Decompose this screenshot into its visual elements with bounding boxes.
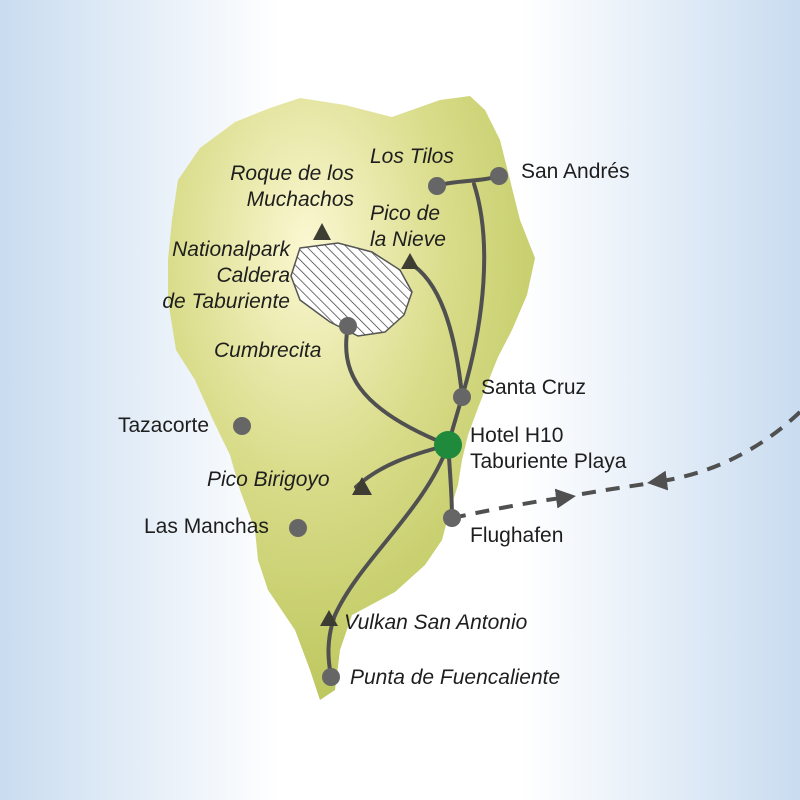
label-santa-cruz: Santa Cruz: [481, 376, 587, 399]
marker-los-tilos-icon: [428, 177, 446, 195]
peak-birigoyo-icon: [352, 477, 372, 495]
marker-punta-icon: [322, 668, 340, 686]
flight-route-out: [451, 488, 576, 520]
label-hotel-line1: Hotel H10: [470, 424, 564, 447]
label-san-andres: San Andrés: [521, 160, 630, 183]
label-vulkan: Vulkan San Antonio: [344, 611, 528, 634]
label-pico-nieve-line1: Pico de: [370, 202, 441, 225]
flight-route-gap: [581, 482, 646, 496]
label-las-manchas: Las Manchas: [144, 515, 269, 538]
marker-hotel-icon: [434, 431, 462, 459]
label-pico-birigoyo: Pico Birigoyo: [207, 468, 330, 491]
label-pico-nieve: Pico de la Nieve: [370, 201, 446, 253]
label-roque-line1: Roque de los: [230, 162, 354, 185]
marker-san-andres-icon: [490, 167, 508, 185]
island-shape: [168, 96, 535, 700]
label-los-tilos: Los Tilos: [370, 145, 454, 168]
label-pico-nieve-line2: la Nieve: [370, 228, 446, 251]
marker-las-manchas-icon: [289, 519, 307, 537]
peak-vulkan-icon: [320, 610, 338, 626]
route-cumbrecita-hotel: [344, 324, 450, 447]
flight-route-in: [647, 410, 800, 491]
label-nationalpark: Nationalpark Caldera de Taburiente: [120, 237, 290, 315]
route-san-andres-santa-cruz: [460, 182, 487, 399]
marker-tazacorte-icon: [233, 417, 251, 435]
route-nieve-santa-cruz: [406, 260, 464, 397]
label-nationalpark-line2: Caldera: [216, 264, 290, 287]
label-roque: Roque de los Muchachos: [160, 161, 354, 213]
label-roque-line2: Muchachos: [246, 188, 354, 211]
nationalpark-area: [290, 242, 413, 337]
peak-nieve-icon: [401, 253, 419, 269]
marker-santa-cruz-icon: [453, 388, 471, 406]
marker-flughafen-icon: [443, 509, 461, 527]
label-nationalpark-line3: de Taburiente: [162, 290, 290, 313]
label-tazacorte: Tazacorte: [118, 414, 210, 437]
label-punta: Punta de Fuencaliente: [350, 666, 561, 689]
peak-roque-icon: [313, 223, 331, 240]
label-cumbrecita: Cumbrecita: [214, 339, 322, 362]
label-nationalpark-line1: Nationalpark: [172, 238, 290, 261]
label-flughafen: Flughafen: [470, 524, 564, 547]
label-hotel: Hotel H10 Taburiente Playa: [470, 423, 626, 475]
marker-cumbrecita-icon: [339, 317, 357, 335]
label-hotel-line2: Taburiente Playa: [470, 450, 627, 473]
route-hotel-vulkan: [333, 443, 450, 617]
